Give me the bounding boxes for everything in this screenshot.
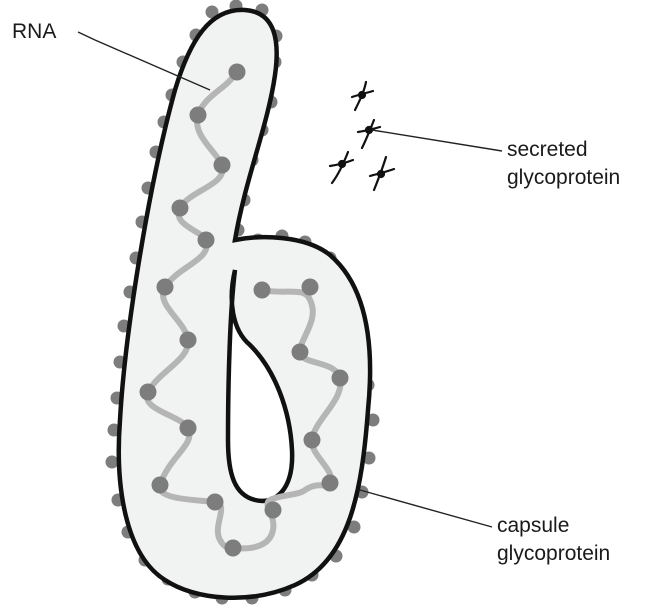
virus-capsule-body [119, 10, 370, 598]
secreted-leader-line [372, 130, 502, 151]
secreted-label-line2: glycoprotein [507, 166, 620, 190]
rna-bead [190, 107, 207, 124]
rna-bead [140, 384, 157, 401]
secreted-glycoprotein-4 [370, 157, 394, 190]
rna-bead [265, 502, 282, 519]
rna-bead [332, 370, 349, 387]
rna-bead [225, 540, 242, 557]
secreted-glycoprotein-1 [352, 82, 373, 110]
capsule-leader-line [360, 490, 492, 527]
capsule-label-line1: capsule [497, 514, 569, 538]
rna-bead [214, 157, 231, 174]
rna-bead [207, 494, 224, 511]
secreted-glycoprotein-cluster [330, 82, 394, 190]
rna-bead [292, 344, 309, 361]
rna-bead [304, 432, 321, 449]
rna-label: RNA [12, 20, 56, 44]
rna-bead [254, 282, 271, 299]
rna-bead [180, 332, 197, 349]
rna-bead [302, 279, 319, 296]
rna-bead [322, 475, 339, 492]
rna-bead [229, 64, 246, 81]
secreted-glycoprotein-2 [358, 120, 380, 148]
capsule-glycoprotein-knob [106, 456, 119, 469]
rna-bead [198, 232, 215, 249]
rna-bead [152, 477, 169, 494]
rna-bead [157, 279, 174, 296]
capsule-label-line2: glycoprotein [497, 542, 610, 566]
rna-bead [180, 420, 197, 437]
secreted-label-line1: secreted [507, 138, 588, 162]
secreted-glycoprotein-3 [330, 152, 353, 183]
rna-bead [172, 200, 189, 217]
